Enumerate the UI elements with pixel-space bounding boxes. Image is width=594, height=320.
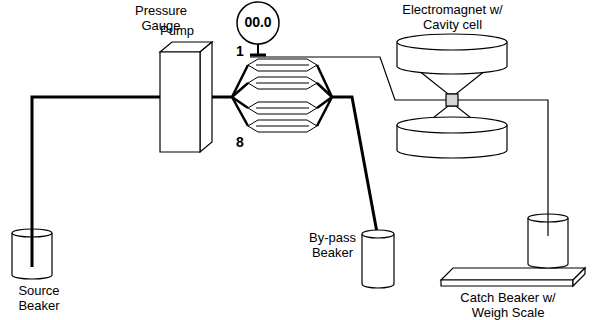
tube (458, 99, 515, 100)
cylinder-top (362, 230, 394, 238)
catch-beaker: Catch Beaker w/ Weigh Scale (425, 206, 591, 320)
channel (248, 59, 317, 71)
scale-top (441, 268, 585, 280)
channel-divider (256, 108, 309, 109)
tube-connector (515, 100, 548, 206)
channel-divider (256, 83, 309, 84)
source-beaker: Source Beaker (8, 225, 88, 318)
channel-number: 1 (236, 43, 244, 59)
tube (210, 96, 232, 99)
cylinder-body (362, 234, 394, 288)
channel-number: 8 (236, 134, 244, 150)
tube-connector (32, 97, 160, 225)
manifold (232, 65, 248, 126)
gauge-dial (237, 2, 279, 44)
channel-chip (248, 59, 317, 132)
scale-front (441, 280, 573, 286)
electromagnet: Electromagnet w/ Cavity cell (390, 0, 515, 165)
channel (248, 120, 317, 132)
channel-divider (256, 126, 309, 127)
pump-shape (160, 22, 220, 157)
channel-divider (256, 65, 309, 66)
bypass-beaker: By-pass Beaker (305, 212, 400, 290)
node-label: Pump (160, 23, 220, 38)
node-label: Source Beaker (8, 283, 70, 313)
pump-side (200, 42, 212, 152)
pump-front (160, 52, 200, 152)
cavity-cell (446, 94, 458, 106)
channel (248, 102, 317, 114)
pump: Pump (160, 22, 220, 157)
cylinder-top (397, 34, 507, 50)
bypass-tube (332, 97, 378, 238)
node-label: By-pass Beaker (305, 230, 360, 260)
scale-side (573, 268, 585, 286)
node-label: Catch Beaker w/ Weigh Scale (453, 290, 563, 320)
node-label: Electromagnet w/ Cavity cell (390, 2, 515, 32)
tube (547, 206, 548, 236)
tube (250, 54, 266, 57)
gauge-reading: 00.0 (237, 15, 279, 30)
channel (248, 77, 317, 89)
cylinder-top (397, 117, 507, 133)
tube (31, 225, 34, 267)
tube (257, 44, 259, 55)
manifold (317, 65, 332, 126)
